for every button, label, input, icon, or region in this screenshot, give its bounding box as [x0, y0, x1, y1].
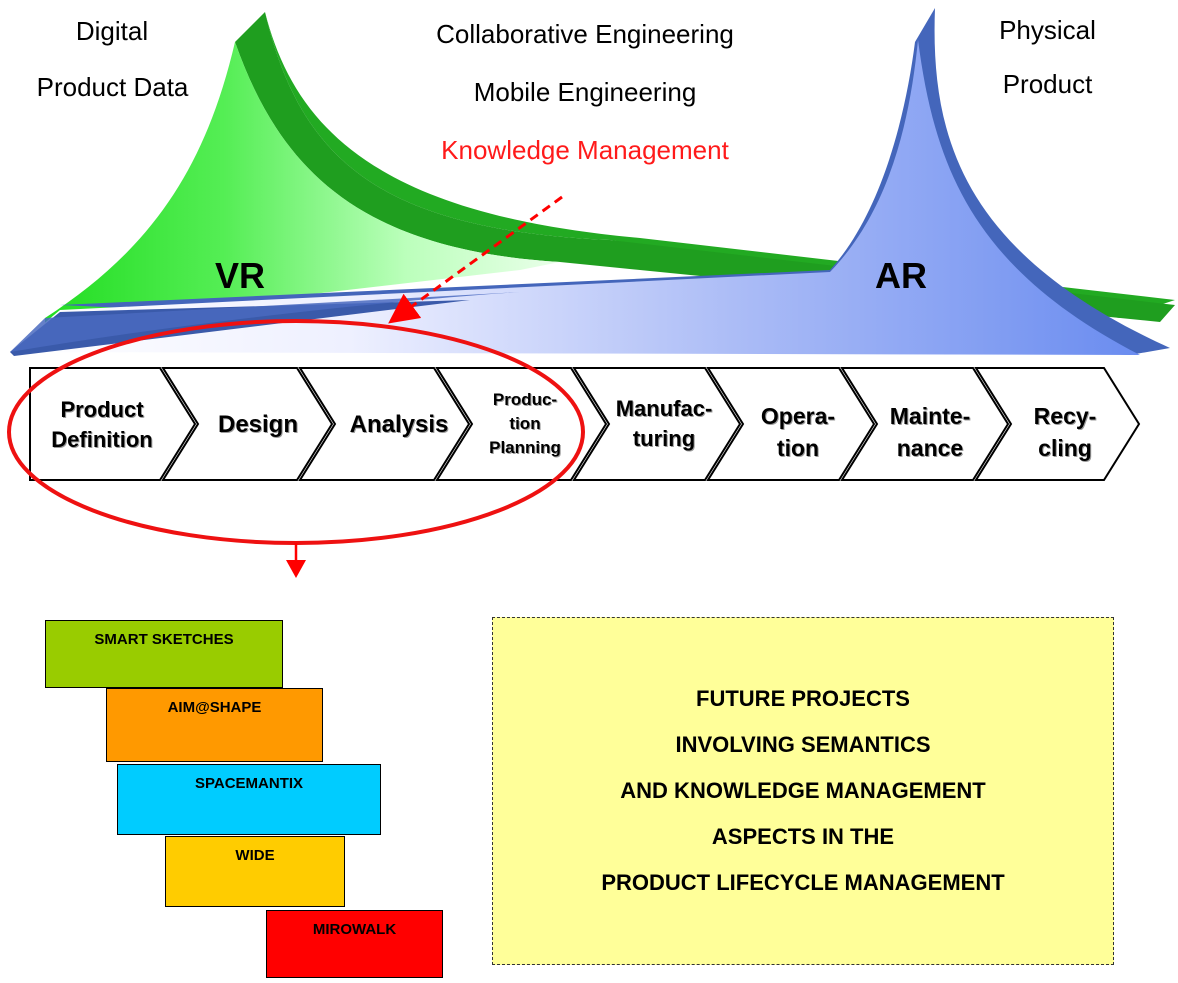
project-spacemantix: SPACEMANTIX — [117, 764, 381, 835]
chevron-maintenance — [840, 367, 1010, 481]
stage-maintenance: Mainte-nance — [889, 403, 971, 461]
chevron-production-planning — [435, 367, 608, 481]
projects-arrow-head — [286, 560, 306, 578]
future-line-5: PRODUCT LIFECYCLE MANAGEMENT — [601, 870, 1005, 895]
future-line-2: INVOLVING SEMANTICS — [675, 732, 931, 757]
chevron-operation — [706, 367, 876, 481]
project-smart-sketches: SMART SKETCHES — [45, 620, 283, 688]
knowledge-arrow — [388, 195, 563, 324]
future-line-3: AND KNOWLEDGE MANAGEMENT — [620, 778, 986, 803]
label-ar: AR — [875, 255, 927, 296]
label-knowledge-management: Knowledge Management — [441, 135, 729, 165]
chevron-analysis — [298, 367, 471, 481]
chevron-product-definition — [29, 367, 197, 481]
chevron-design — [161, 367, 334, 481]
label-vr: VR — [215, 255, 266, 296]
project-wide: WIDE — [165, 836, 345, 907]
label-digital: Digital — [75, 16, 149, 46]
stage-operation: Opera-tion — [760, 403, 836, 461]
process-chain — [29, 367, 1141, 481]
project-mirowalk: MIROWALK — [266, 910, 443, 978]
stage-recycling: Recy-cling — [1033, 403, 1097, 461]
label-product-data: Product Data — [36, 72, 189, 102]
label-collaborative-engineering: Collaborative Engineering — [436, 19, 734, 49]
stage-analysis: Analysis — [349, 411, 449, 438]
label-physical: Physical — [999, 15, 1096, 45]
future-line-4: ASPECTS IN THE — [711, 824, 895, 849]
future-line-1: FUTURE PROJECTS — [696, 686, 910, 711]
future-projects-box: FUTURE PROJECTS INVOLVING SEMANTICS AND … — [492, 617, 1114, 965]
stage-manufacturing: Manufac-turing — [615, 396, 713, 451]
label-product: Product — [1002, 69, 1093, 99]
stage-design: Design — [217, 411, 298, 438]
chevron-manufacturing — [572, 367, 742, 481]
vr-surface — [45, 12, 1175, 325]
label-mobile-engineering: Mobile Engineering — [473, 77, 697, 107]
project-aim-shape: AIM@SHAPE — [106, 688, 323, 762]
chevron-recycling — [974, 367, 1141, 481]
